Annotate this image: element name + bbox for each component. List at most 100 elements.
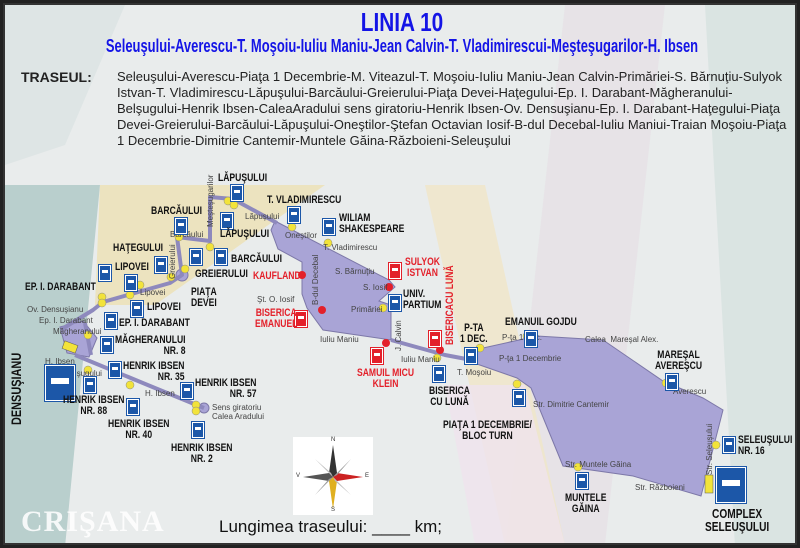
bus-stop-icon <box>525 331 537 347</box>
route-label: TRASEUL: <box>21 69 92 85</box>
bus-stop-icon <box>101 337 113 353</box>
landmark-stop-icon <box>295 311 307 327</box>
street-label: Iuliu Maniu <box>320 335 359 344</box>
street-label: Oneştilor <box>285 231 318 240</box>
bus-stop-icon <box>175 218 187 234</box>
landmark-label: BISERICA EMANUEL <box>255 307 298 330</box>
line-title: LINIA 10 <box>360 7 444 37</box>
bus-stop-icon <box>666 374 678 390</box>
landmark-stop-icon <box>389 263 401 279</box>
densusianu-terminal <box>61 340 79 354</box>
seleusului-terminal <box>704 474 714 494</box>
street-label: J. Calvin <box>394 320 403 351</box>
stop-label: HENRIK IBSEN NR. 2 <box>171 442 233 465</box>
stop-label: BARCĂULUI <box>231 253 283 265</box>
stop-label: EMANUIL GOJDU <box>505 316 577 328</box>
bus-stop-icon <box>433 366 445 382</box>
compass-north: N <box>331 437 336 443</box>
bus-stop-icon <box>192 422 204 438</box>
street-label: B-dul Decebal <box>311 254 320 305</box>
center-loop <box>270 220 396 341</box>
bus-stop-icon <box>99 265 111 281</box>
street-label: Str. Războieni <box>635 483 685 492</box>
landmark-label: SAMUIL MICU KLEIN <box>357 367 415 390</box>
street-label: Ep. I. Darabant <box>39 316 93 325</box>
street-label: Str. Muntele Găina <box>565 460 632 469</box>
stop-label: HENRIK IBSEN NR. 57 <box>195 377 257 400</box>
stop-label: LIPOVEI <box>115 261 149 273</box>
stop-label: HAŢEGULUI <box>113 242 164 254</box>
street-label: P-ţa 1 Decembrie <box>499 354 562 363</box>
compass-east: E <box>365 473 370 479</box>
street-label: Lăpuşului <box>245 212 280 221</box>
stop-label: EP. I. DARABANT <box>25 281 96 293</box>
watermark: CRIŞANA <box>21 505 165 538</box>
stop-label: LIPOVEI <box>147 301 181 313</box>
stop-label: LĂPUŞULUI <box>218 172 268 184</box>
bus-stop-icon <box>576 473 588 489</box>
route-length: Lungimea traseului: ____ km; <box>219 517 443 536</box>
landmark-markers <box>298 271 444 354</box>
map-poster: LINIA 10 Seleuşului-Averescu-T. Moşoiu-I… <box>3 3 797 545</box>
road-west <box>60 195 278 331</box>
street-label: T. Vladimirescu <box>323 243 378 252</box>
route-description: Seleuşului-Averescu-Piaţa 1 Decembrie-M.… <box>117 69 787 148</box>
landmark-stop-icon <box>371 348 383 364</box>
stop-label: BISERICA CU LUNĂ <box>429 385 470 408</box>
street-label: H. Ibsen <box>145 389 175 398</box>
compass-rose: N S E V <box>293 437 373 515</box>
route-map <box>59 195 724 497</box>
bus-stop-icon <box>109 362 121 378</box>
compass-icon <box>303 445 363 509</box>
stop-label: PIAŢA 1 DECEMBRIE/ BLOC TURN <box>443 419 532 442</box>
street-label: Barcăului <box>170 230 204 239</box>
bus-stop-icon <box>155 257 167 273</box>
street-label: Str. Seleuşului <box>705 423 714 475</box>
street-label: S. Bărnuţiu <box>335 267 375 276</box>
street-label: Sens giratoriu Calea Aradului <box>212 403 265 421</box>
street-label: Str. Dimitrie Cantemir <box>533 400 610 409</box>
bus-stop-icon <box>84 377 96 393</box>
east-loop <box>473 335 724 497</box>
bus-stop-icon <box>131 301 143 317</box>
street-label: Greierului <box>168 244 177 279</box>
compass-south: S <box>331 507 336 513</box>
bus-stop-icon <box>181 383 193 399</box>
street-label: Primăriei <box>351 305 383 314</box>
stop-label: GREIERULUI <box>195 268 248 280</box>
stop-label: MUNTELE GĂINA <box>565 492 607 515</box>
street-label: Meşteşugarilor <box>206 174 215 227</box>
bus-stop-icon <box>221 213 233 229</box>
bus-stop-icon <box>513 390 525 406</box>
street-label: S. Iosif <box>363 283 388 292</box>
street-label: Averescu <box>673 387 707 396</box>
street-label: Lipovei <box>140 288 166 297</box>
stop-label: WILIAM SHAKESPEARE <box>339 212 405 235</box>
stop-label: PIAŢA DEVEI <box>191 286 217 309</box>
bus-stop-icon <box>125 275 137 291</box>
street-label: Belşugului <box>65 369 102 378</box>
bus-stop-icon <box>105 313 117 329</box>
terminal-bus-icon <box>716 467 746 503</box>
stop-label: MAREŞAL AVEREŞCU <box>655 349 703 372</box>
bus-stop-icon <box>389 295 401 311</box>
terminal-label: DENSUŞIANU <box>8 352 24 425</box>
stop-label: LĂPUŞULUI <box>220 228 270 240</box>
stop-label: EP. I. DARABANT <box>119 317 190 329</box>
road-ibsen <box>74 353 205 410</box>
stop-label: HENRIK IBSEN NR. 35 <box>123 360 185 383</box>
terminal-label: COMPLEX SELEUŞULUI <box>705 506 770 534</box>
street-label: P-ţa 1 Dec. <box>502 333 543 342</box>
street-label: H. Ibsen <box>45 357 75 366</box>
bus-stop-icon <box>127 399 139 415</box>
stop-label: UNIV. PARTIUM <box>403 288 442 311</box>
stop-label: MĂGHERANULUI NR. 8 <box>115 334 186 357</box>
bus-stop-icon <box>231 185 243 201</box>
landmark-label: BISERICACU LUNĂ <box>444 265 456 345</box>
bus-stop-icon <box>215 249 227 265</box>
stop-label: HENRIK IBSEN NR. 40 <box>108 418 170 441</box>
landmark-label: SULYOK ISTVAN <box>405 256 440 279</box>
street-label: Măgheranului <box>53 327 102 336</box>
stop-label: SELEUŞULUI NR. 16 <box>738 434 793 457</box>
street-label: Şt. O. Iosif <box>257 295 295 304</box>
